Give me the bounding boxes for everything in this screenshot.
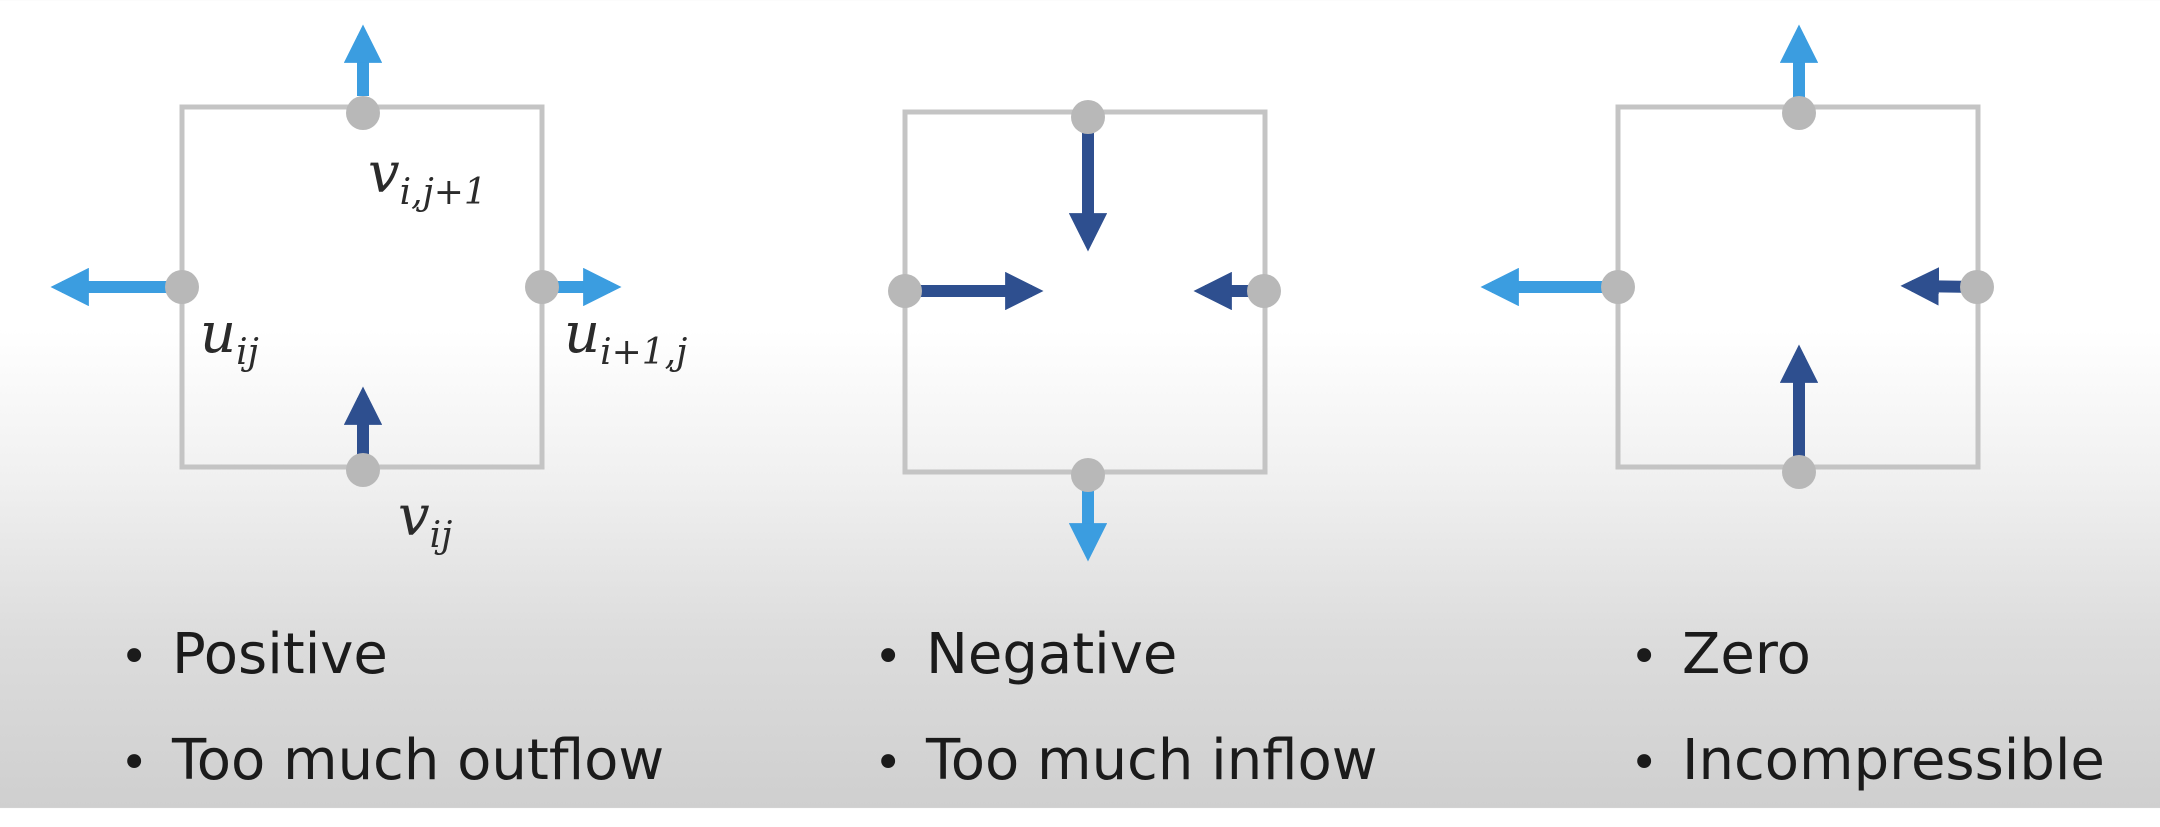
bullet-dot: • [874,735,903,791]
divergence-diagram: vi,j+1 uij ui+1,j vij [50,24,1994,562]
bullet-item: • Too much outflow [112,721,664,827]
node-top [1071,100,1105,134]
node-bottom [1782,455,1816,489]
bullet-item: • Positive [112,615,664,721]
bullet-text: Incompressible [1682,728,2105,793]
node-bottom [1071,458,1105,492]
bullet-dot: • [1630,629,1659,685]
bullet-item: • Too much inflow [866,721,1378,827]
bullet-text: Zero [1682,622,1811,687]
node-right [1960,270,1994,304]
bullets-positive: • Positive • Too much outflow [112,615,664,827]
node-right [1247,274,1281,308]
node-top [1782,96,1816,130]
panel-positive: vi,j+1 uij ui+1,j vij [50,24,687,556]
bullet-dot: • [1630,735,1659,791]
panel-zero [1480,24,1994,489]
node-bottom [346,453,380,487]
label-v-bottom: vij [398,484,452,556]
bullets-zero: • Zero • Incompressible [1622,615,2105,827]
node-left [165,270,199,304]
bullet-text: Negative [926,622,1178,687]
bullet-item: • Negative [866,615,1378,721]
node-left [888,274,922,308]
bullet-text: Positive [172,622,388,687]
bullets-negative: • Negative • Too much inflow [866,615,1378,827]
panel-negative [888,100,1281,562]
bullet-text: Too much outflow [172,728,665,793]
node-top [346,96,380,130]
label-u-left: uij [200,301,259,373]
bullet-text: Too much inflow [926,728,1378,793]
node-right [525,270,559,304]
bullet-dot: • [120,735,149,791]
bullet-dot: • [874,629,903,685]
label-u-right: ui+1,j [564,301,687,373]
bullet-item: • Incompressible [1622,721,2105,827]
bullet-item: • Zero [1622,615,2105,721]
node-left [1601,270,1635,304]
label-v-top: vi,j+1 [368,141,487,213]
bullet-dot: • [120,629,149,685]
